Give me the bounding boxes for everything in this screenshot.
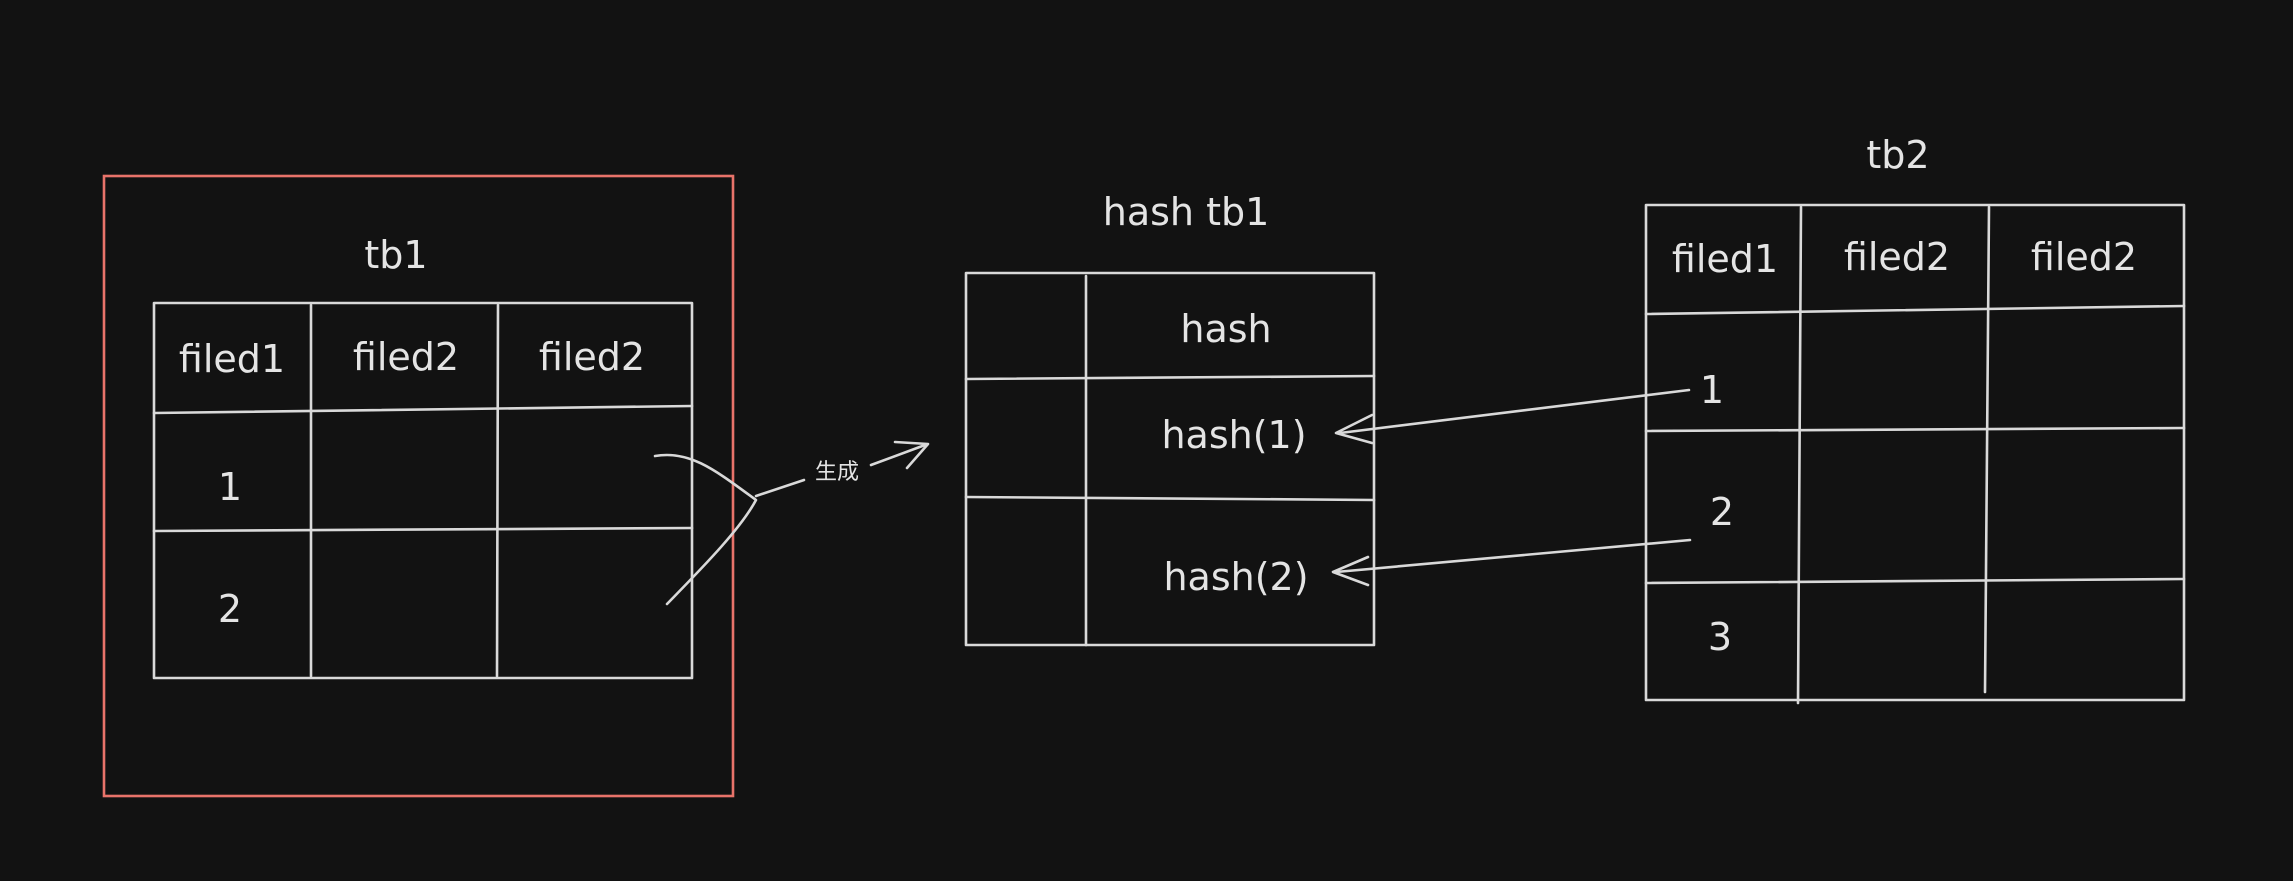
tb1-row-divider	[152, 526, 694, 533]
tb1-highlight-frame[interactable]	[102, 174, 735, 798]
tb2-col-divider-2	[1983, 205, 1991, 694]
tb2-header-filed2: filed2	[1844, 235, 1950, 279]
generate-label: 生成	[815, 460, 859, 485]
tb1-row-1: 1	[218, 465, 242, 509]
tb1-header-divider	[152, 404, 694, 415]
hash-tb1-header: hash	[1180, 307, 1271, 351]
generate-arrow-line	[754, 478, 806, 498]
hash-tb1-row-1: hash(1)	[1161, 413, 1306, 457]
tb2-col-divider-1	[1796, 205, 1803, 705]
tb2-table-border	[1644, 203, 2186, 702]
tb1-table-border	[152, 301, 694, 680]
tb1-row-2: 2	[218, 587, 242, 631]
tb1-header-filed1: filed1	[179, 337, 285, 381]
lookup-arrow-2-head-icon	[1331, 555, 1370, 587]
hash-tb1-row-divider	[964, 495, 1376, 502]
tb2-header-filed1: filed1	[1672, 237, 1778, 281]
brace-icon	[653, 453, 758, 606]
tb2-row-3: 3	[1708, 615, 1732, 659]
lookup-arrows	[1331, 388, 1692, 587]
tb2-group: tb2 filed1 filed2 filed2 1 2 3	[1644, 133, 2186, 705]
tb2-table[interactable]: filed1 filed2 filed2 1 2 3	[1644, 203, 2186, 705]
generate-arrow-shaft	[869, 443, 927, 467]
tb1-group: tb1 filed1 filed2 filed2 1 2	[102, 174, 735, 798]
hash-tb1-row-2: hash(2)	[1163, 555, 1308, 599]
tb2-row-divider-2	[1644, 577, 2186, 585]
hash-tb1-header-divider	[964, 374, 1376, 381]
hash-tb1-table-border	[964, 271, 1376, 647]
lookup-arrow-2-line	[1334, 538, 1692, 574]
tb2-row-1: 1	[1700, 368, 1724, 412]
tb2-header-divider	[1644, 304, 2186, 316]
tb2-title: tb2	[1866, 133, 1929, 177]
tb1-title: tb1	[364, 233, 427, 277]
tb2-row-2: 2	[1710, 490, 1734, 534]
tb2-header-filed2-2: filed2	[2031, 235, 2137, 279]
tb1-table[interactable]: filed1 filed2 filed2 1 2	[152, 301, 694, 680]
tb1-col-divider-2	[495, 303, 500, 678]
lookup-arrow-1-head-icon	[1334, 413, 1374, 445]
tb1-header-filed2-2: filed2	[539, 335, 645, 379]
tb1-header-filed2: filed2	[353, 335, 459, 379]
generate-connector: 生成	[653, 440, 930, 606]
hash-tb1-table[interactable]: hash hash(1) hash(2)	[964, 271, 1376, 647]
hash-tb1-group: hash tb1 hash hash(1) hash(2)	[964, 190, 1376, 647]
lookup-arrow-1-line	[1338, 388, 1691, 435]
generate-arrowhead-icon	[893, 440, 930, 470]
tb2-row-divider-1	[1644, 426, 2186, 433]
hash-tb1-title: hash tb1	[1103, 190, 1270, 234]
